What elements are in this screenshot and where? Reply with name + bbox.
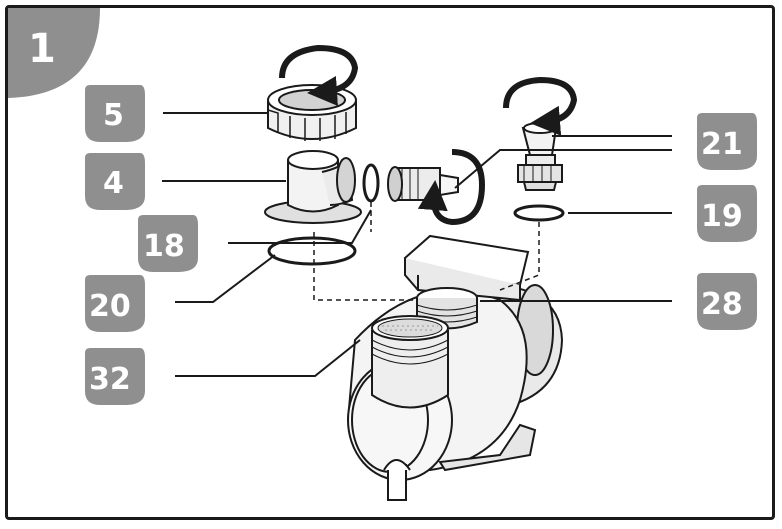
part-20-o-ring [267,236,357,266]
callout-20-label: 20 [89,289,131,324]
rotation-arrow-nipple [417,149,486,226]
part-5-union-nut [267,84,357,141]
callout-18-label: 18 [143,229,185,264]
step-tab: 1 [8,8,100,98]
callout-32: 32 [85,348,145,405]
part-21-fitting [517,122,563,191]
part-4-elbow [264,150,362,224]
part-19-o-ring [513,204,565,222]
callout-4-label: 4 [103,166,124,201]
callout-28-label: 28 [701,287,743,322]
step-number: 1 [28,26,56,72]
callout-19: 19 [697,185,757,242]
callout-5-label: 5 [103,98,124,133]
leader-lines [162,112,672,377]
callout-18: 18 [138,215,198,272]
callout-32-label: 32 [89,362,131,397]
callout-21-label: 21 [701,127,743,162]
pump-body [346,234,564,501]
callout-20: 20 [85,275,145,332]
assembly-guide-lines [313,202,540,301]
rotation-arrow-21 [503,76,578,136]
rotation-arrow-5 [279,44,359,106]
callout-4: 4 [85,153,145,210]
callout-5: 5 [85,85,145,142]
part-18-o-ring [362,163,380,203]
callout-21: 21 [697,113,757,170]
callout-28: 28 [697,273,757,330]
callout-19-label: 19 [701,199,743,234]
threaded-nipple [387,166,459,202]
